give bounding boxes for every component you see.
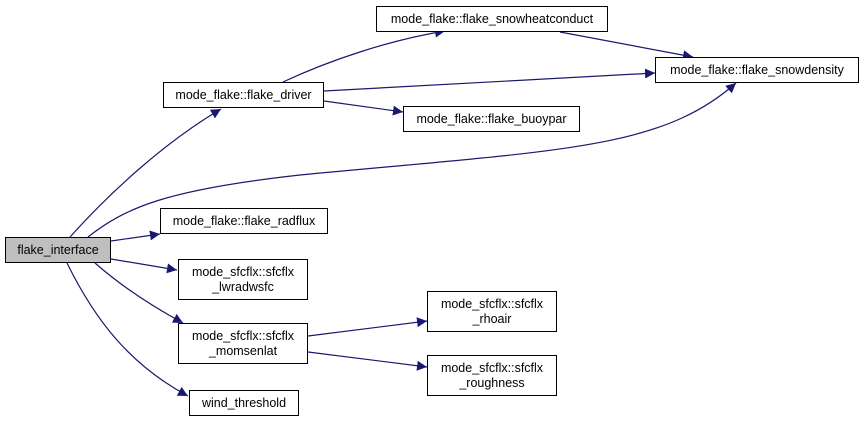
node-flake-snowdensity[interactable]: mode_flake::flake_snowdensity — [655, 57, 859, 83]
edge-flake_interface-to-flake_driver — [69, 108, 222, 238]
edge-momsenlat-to-rhoair — [307, 317, 428, 337]
node-flake-interface[interactable]: flake_interface — [5, 237, 111, 263]
node-label: flake_interface — [17, 242, 99, 257]
edge-momsenlat-to-roughness — [307, 351, 428, 371]
node-label: mode_flake::flake_buoypar — [416, 111, 567, 126]
node-label-line1: mode_sfcflx::sfcflx — [191, 264, 295, 279]
node-label-line1: mode_sfcflx::sfcflx — [191, 328, 295, 343]
node-label: wind_threshold — [201, 395, 287, 410]
node-label: mode_flake::flake_radflux — [172, 213, 316, 228]
edge-flake_driver-to-snowheatconduct — [282, 27, 446, 83]
node-flake-driver[interactable]: mode_flake::flake_driver — [163, 82, 324, 108]
edge-flake_driver-to-snowdensity — [323, 68, 656, 92]
edge-flake_interface-to-momsenlat — [94, 262, 184, 324]
edge-flake_interface-to-wind_threshold — [66, 262, 189, 397]
node-sfcflx-momsenlat[interactable]: mode_sfcflx::sfcflx _momsenlat — [178, 323, 308, 364]
node-label-line2: _lwradwsfc — [212, 279, 274, 294]
node-sfcflx-lwradwsfc[interactable]: mode_sfcflx::sfcflx _lwradwsfc — [178, 259, 308, 300]
node-wind-threshold[interactable]: wind_threshold — [189, 390, 299, 416]
edge-flake_interface-to-lwradwsfc — [110, 258, 178, 274]
node-flake-buoypar[interactable]: mode_flake::flake_buoypar — [403, 106, 580, 132]
node-label-line1: mode_sfcflx::sfcflx — [440, 360, 544, 375]
node-label: mode_flake::flake_snowdensity — [670, 62, 844, 77]
edge-flake_interface-to-snowdensity — [87, 82, 737, 238]
node-flake-radflux[interactable]: mode_flake::flake_radflux — [160, 208, 328, 234]
edge-flake_driver-to-buoypar — [323, 100, 404, 116]
node-label-line2: _momsenlat — [208, 343, 278, 358]
node-label-line2: _rhoair — [472, 311, 512, 326]
edge-snowheatconduct-to-snowdensity — [559, 31, 694, 61]
edge-flake_interface-to-radflux — [110, 230, 161, 242]
node-flake-snowheatconduct[interactable]: mode_flake::flake_snowheatconduct — [376, 6, 608, 32]
node-label-line2: _roughness — [459, 375, 525, 390]
node-sfcflx-roughness[interactable]: mode_sfcflx::sfcflx _roughness — [427, 355, 557, 396]
node-label-line1: mode_sfcflx::sfcflx — [440, 296, 544, 311]
node-label: mode_flake::flake_driver — [175, 87, 312, 102]
node-sfcflx-rhoair[interactable]: mode_sfcflx::sfcflx _rhoair — [427, 291, 557, 332]
node-label: mode_flake::flake_snowheatconduct — [390, 11, 594, 26]
